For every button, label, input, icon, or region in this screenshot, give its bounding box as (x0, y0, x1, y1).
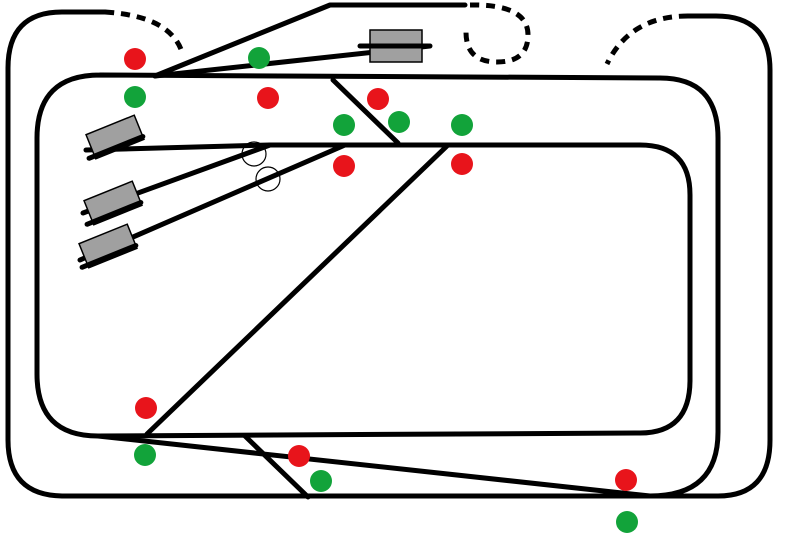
signal-s14-icon[interactable] (310, 470, 332, 492)
outer-loop-gap-left (104, 9, 185, 53)
middle-loop-track (34, 72, 721, 499)
crossover-bottom (242, 433, 311, 500)
signal-s6-icon[interactable] (333, 114, 355, 136)
crossover-top (330, 77, 401, 146)
rail-wagon-icon (78, 223, 138, 269)
signal-s7-icon[interactable] (388, 111, 410, 133)
signal-s16-icon[interactable] (616, 511, 638, 533)
signal-s9-icon[interactable] (333, 155, 355, 177)
signal-s10-icon[interactable] (451, 153, 473, 175)
wagon-coupler (79, 243, 139, 270)
wagon-top[interactable] (357, 29, 431, 63)
junction-circle-icon (255, 166, 281, 192)
upper-branch-track (152, 2, 468, 79)
wagon-siding-2[interactable] (78, 180, 144, 227)
outer-loop-track (5, 9, 773, 499)
inner-loop-track (95, 142, 693, 439)
signal-s3-icon[interactable] (248, 47, 270, 69)
wagon-siding-3[interactable] (73, 223, 139, 270)
diagonal-cross-track (144, 142, 451, 437)
wagon-coupler (86, 134, 146, 161)
wagon-siding-1[interactable] (80, 114, 146, 161)
rail-wagon-icon (85, 114, 145, 160)
signal-s12-icon[interactable] (134, 444, 156, 466)
junction-circle-icon (241, 141, 267, 167)
signal-s1-icon[interactable] (124, 48, 146, 70)
outer-loop-gap-right (604, 13, 689, 66)
signal-s11-icon[interactable] (135, 397, 157, 419)
signal-s5-icon[interactable] (367, 88, 389, 110)
signal-s15-icon[interactable] (615, 469, 637, 491)
signal-s13-icon[interactable] (288, 445, 310, 467)
signal-s2-icon[interactable] (124, 86, 146, 108)
wagon-coupler (84, 200, 144, 227)
upper-branch-loop (463, 2, 531, 65)
rail-wagon-icon (83, 180, 143, 226)
signal-s4-icon[interactable] (257, 87, 279, 109)
signal-s8-icon[interactable] (451, 114, 473, 136)
